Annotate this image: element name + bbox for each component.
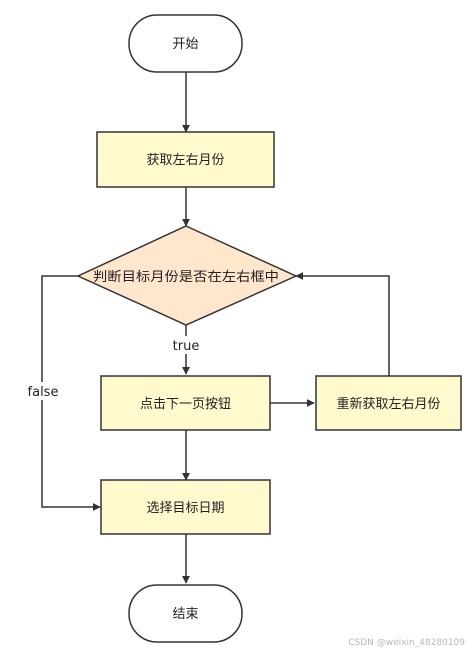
click-next-node: 点击下一页按钮 xyxy=(100,375,271,431)
start-node-label: 开始 xyxy=(172,37,198,52)
select-date-node: 选择目标日期 xyxy=(100,479,271,535)
refetch-node: 重新获取左右月份 xyxy=(315,375,462,431)
get-months-node-label: 获取左右月份 xyxy=(146,153,224,168)
start-node: 开始 xyxy=(128,14,243,73)
end-node: 结束 xyxy=(128,584,243,643)
edge-label-true: true xyxy=(173,339,200,354)
check-decision-node: 判断目标月份是否在左右框中 xyxy=(76,225,298,326)
click-next-node-label: 点击下一页按钮 xyxy=(140,397,231,412)
refetch-node-label: 重新获取左右月份 xyxy=(336,396,440,412)
select-date-node-label: 选择目标日期 xyxy=(146,501,224,516)
get-months-node: 获取左右月份 xyxy=(96,131,275,188)
watermark: CSDN @weixin_48280109 xyxy=(348,638,465,648)
end-node-label: 结束 xyxy=(172,607,198,622)
edge-label-false: false xyxy=(28,385,59,400)
check-decision-node-label: 判断目标月份是否在左右框中 xyxy=(93,270,279,285)
edge-refetch-to-check xyxy=(295,272,390,376)
